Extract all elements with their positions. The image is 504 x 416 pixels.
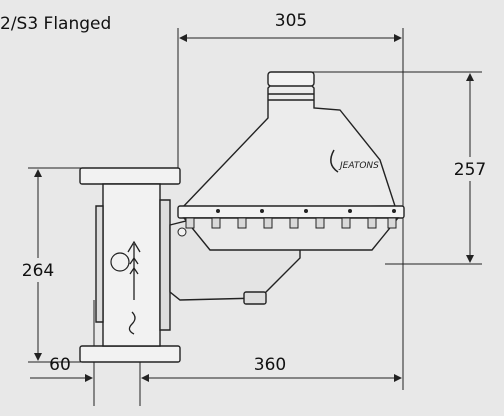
dimension-right-label: 257 (454, 160, 486, 180)
dimension-bottom-left-label: 60 (49, 355, 71, 375)
bottom-flange (79, 345, 181, 363)
dimension-left-label: 264 (22, 261, 54, 281)
regulator-body (79, 71, 405, 363)
small-port (177, 227, 187, 237)
dimension-top-label: 305 (275, 11, 307, 31)
top-flange (79, 167, 181, 185)
diagram-title: 2/S3 Flanged (0, 14, 112, 34)
vent-cap (267, 71, 315, 87)
port-circle (110, 252, 130, 272)
manufacturer-logo: JEATONS (330, 149, 379, 173)
diaphragm-flange-top (177, 205, 405, 219)
dimension-bottom-width-label: 360 (254, 355, 286, 375)
flange-bolts (185, 217, 397, 229)
flange-bolt-heads (216, 209, 396, 213)
svg-text:JEATONS: JEATONS (338, 161, 379, 171)
flow-arrow-icon (127, 240, 141, 335)
